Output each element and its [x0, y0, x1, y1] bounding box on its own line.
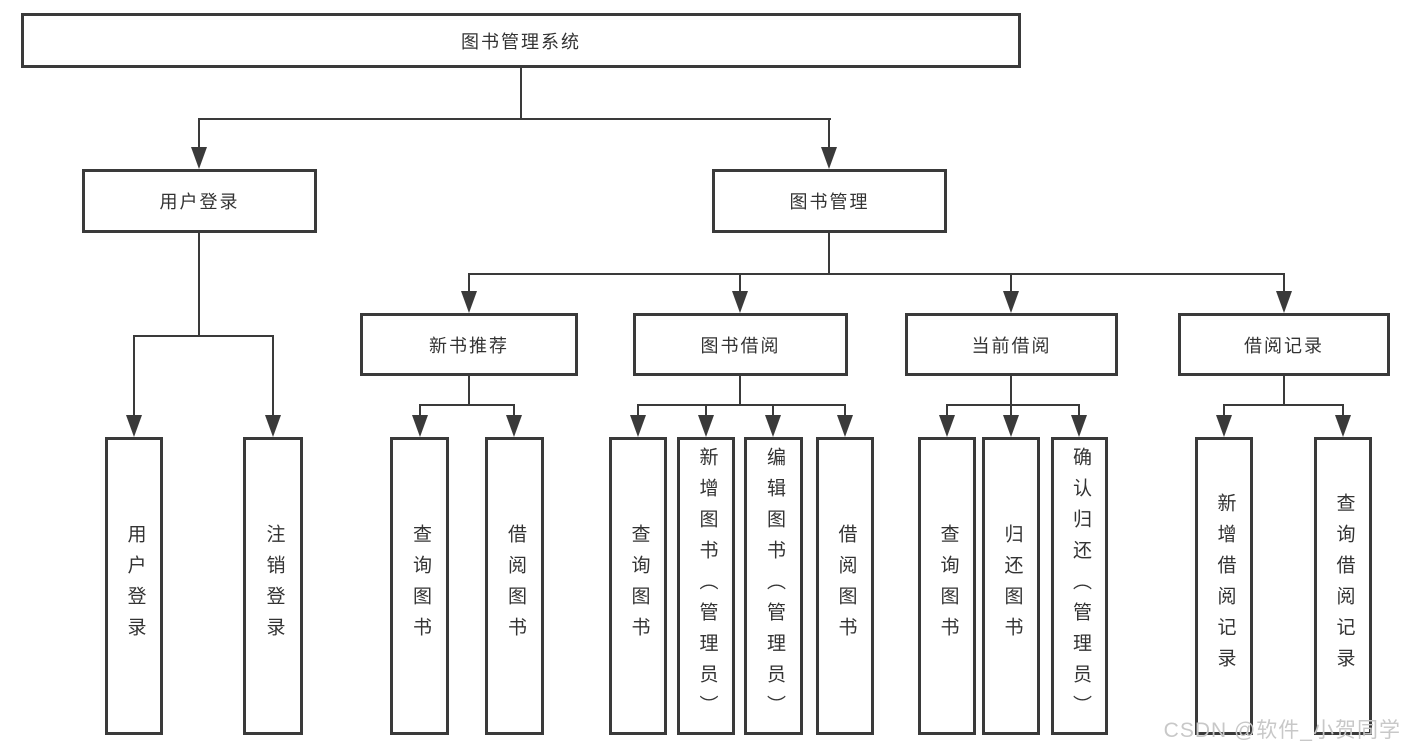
arrow-down-icon — [506, 404, 522, 437]
arrow-down-icon — [939, 404, 955, 437]
leaf-query-borrow-record: 查询借阅记录 — [1314, 437, 1372, 735]
leaf-label: 查询图书 — [628, 524, 650, 648]
node-book-management: 图书管理 — [712, 169, 947, 233]
leaf-label: 新增图书（管理员） — [696, 446, 718, 726]
connector-line — [468, 376, 470, 405]
node-label: 用户登录 — [159, 192, 240, 212]
connector-line — [1283, 376, 1285, 405]
arrow-down-icon — [837, 404, 853, 437]
leaf-confirm-return-admin: 确认归还（管理员） — [1051, 437, 1108, 735]
leaf-label: 确认归还（管理员） — [1069, 446, 1091, 726]
connector-line — [739, 376, 741, 405]
node-library-management-system: 图书管理系统 — [21, 13, 1021, 68]
arrow-down-icon — [765, 404, 781, 437]
connector-line — [133, 335, 274, 337]
leaf-label: 查询图书 — [937, 524, 959, 648]
leaf-label: 查询借阅记录 — [1333, 493, 1355, 679]
leaf-borrow-books: 借阅图书 — [816, 437, 874, 735]
node-new-book-recommendation: 新书推荐 — [360, 313, 578, 376]
connector-line — [198, 118, 831, 120]
leaf-label: 查询图书 — [409, 524, 431, 648]
leaf-edit-books-admin: 编辑图书（管理员） — [744, 437, 803, 735]
node-label: 借阅记录 — [1244, 335, 1324, 356]
connector-line — [468, 273, 1285, 275]
leaf-label: 新增借阅记录 — [1214, 493, 1236, 679]
leaf-label: 借阅图书 — [504, 524, 526, 648]
node-book-borrowing: 图书借阅 — [633, 313, 848, 376]
arrow-down-icon — [1216, 404, 1232, 437]
leaf-query-books-current: 查询图书 — [918, 437, 976, 735]
node-user-login: 用户登录 — [82, 169, 317, 233]
leaf-return-books: 归还图书 — [982, 437, 1040, 735]
leaf-label: 注销登录 — [263, 524, 285, 648]
node-current-borrowing: 当前借阅 — [905, 313, 1118, 376]
arrow-down-icon — [412, 404, 428, 437]
arrow-down-icon — [126, 335, 142, 437]
node-label: 图书管理系统 — [461, 31, 581, 52]
leaf-user-login: 用户登录 — [105, 437, 163, 735]
arrow-down-icon — [1276, 273, 1292, 313]
leaf-add-books-admin: 新增图书（管理员） — [677, 437, 735, 735]
node-borrowing-records: 借阅记录 — [1178, 313, 1390, 376]
connector-line — [1010, 376, 1012, 405]
connector-line — [419, 404, 515, 406]
leaf-borrow-books-recommend: 借阅图书 — [485, 437, 544, 735]
connector-line — [198, 233, 200, 336]
connector-line — [637, 404, 845, 406]
csdn-watermark: CSDN @软件_小贺同学 — [1163, 719, 1401, 742]
arrow-down-icon — [461, 273, 477, 313]
arrow-down-icon — [732, 273, 748, 313]
leaf-add-borrow-record: 新增借阅记录 — [1195, 437, 1253, 735]
leaf-query-books-borrow: 查询图书 — [609, 437, 667, 735]
leaf-label: 编辑图书（管理员） — [763, 446, 785, 726]
leaf-logout: 注销登录 — [243, 437, 303, 735]
arrow-down-icon — [698, 404, 714, 437]
connector-line — [1223, 404, 1343, 406]
node-label: 新书推荐 — [429, 335, 509, 356]
connector-line — [520, 68, 522, 119]
connector-line — [946, 404, 1080, 406]
arrow-down-icon — [630, 404, 646, 437]
leaf-label: 用户登录 — [124, 524, 146, 648]
arrow-down-icon — [1003, 273, 1019, 313]
leaf-label: 归还图书 — [1001, 524, 1023, 648]
arrow-down-icon — [821, 118, 837, 169]
arrow-down-icon — [1003, 404, 1019, 437]
leaf-query-books-recommend: 查询图书 — [390, 437, 449, 735]
arrow-down-icon — [1335, 404, 1351, 437]
node-label: 图书借阅 — [700, 335, 781, 356]
arrow-down-icon — [1071, 404, 1087, 437]
arrow-down-icon — [265, 335, 281, 437]
node-label: 当前借阅 — [971, 335, 1052, 356]
leaf-label: 借阅图书 — [835, 524, 857, 648]
connector-line — [828, 233, 830, 274]
node-label: 图书管理 — [789, 192, 870, 212]
arrow-down-icon — [191, 118, 207, 169]
